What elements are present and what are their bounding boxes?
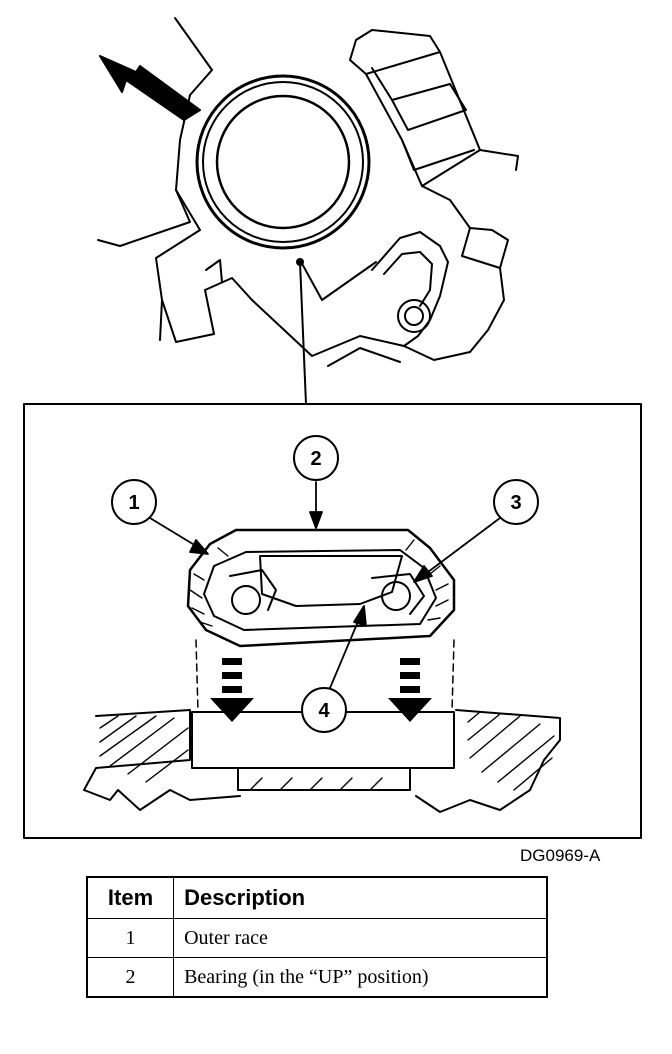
row-description: Outer race — [173, 918, 548, 958]
table-header-row: Item Description — [86, 876, 548, 919]
table-row: 2 Bearing (in the “UP” position) — [86, 957, 548, 998]
detail-frame — [23, 403, 642, 839]
base-plate — [83, 709, 561, 813]
row-item-number: 1 — [86, 918, 175, 958]
callout-4-label: 4 — [318, 700, 330, 722]
callout-1-label: 1 — [128, 492, 139, 514]
header-item: Item — [86, 876, 175, 919]
down-arrow-left — [210, 658, 254, 722]
down-arrow-right — [388, 658, 432, 722]
legend-table: Item Description 1 Outer race 2 Bearing … — [86, 876, 548, 998]
row-item-number: 2 — [86, 957, 175, 998]
callout-2-label: 2 — [310, 448, 321, 470]
housing-illustration — [97, 17, 519, 405]
figure-code: DG0969-A — [520, 846, 601, 865]
callout-leaders — [149, 481, 501, 689]
callout-4: 4 — [301, 687, 347, 733]
table-row: 1 Outer race — [86, 918, 548, 958]
header-description: Description — [173, 876, 548, 919]
bearing-installation-diagram: 1 2 3 4 — [23, 17, 642, 839]
callout-2: 2 — [293, 435, 339, 481]
installation-guides — [195, 639, 455, 713]
row-description: Bearing (in the “UP” position) — [173, 957, 548, 998]
bearing-assembly — [186, 528, 456, 648]
callout-1: 1 — [111, 479, 157, 525]
callout-3: 3 — [493, 479, 539, 525]
callout-3-label: 3 — [510, 492, 521, 514]
